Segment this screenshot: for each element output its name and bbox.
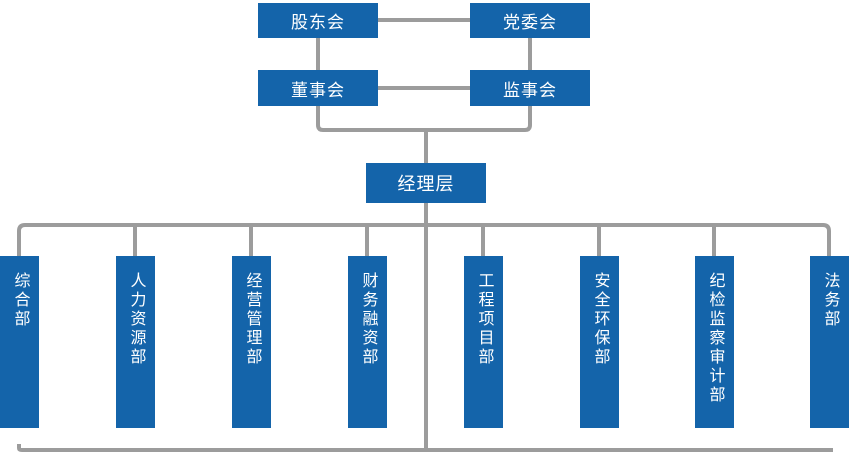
- connector-row2-bracket: [316, 106, 532, 132]
- board-of-directors-label: 董事会: [291, 80, 345, 100]
- department-label-general-affairs: 综合部: [11, 272, 29, 329]
- department-label-human-resources: 人力资源部: [127, 272, 145, 367]
- department-box-finance-financing: 财务融资部: [348, 256, 387, 428]
- department-label-safety-environment: 安全环保部: [591, 272, 609, 367]
- department-box-human-resources: 人力资源部: [116, 256, 155, 428]
- department-box-business-management: 经营管理部: [232, 256, 271, 428]
- department-box-engineering-projects: 工程项目部: [464, 256, 503, 428]
- department-box-discipline-inspection-audit: 纪检监察审计部: [695, 256, 734, 428]
- management-level-box: 经理层: [366, 163, 486, 203]
- management-level-label: 经理层: [397, 174, 455, 194]
- party-committee-box: 党委会: [470, 3, 590, 38]
- department-label-finance-financing: 财务融资部: [359, 272, 377, 367]
- party-committee-label: 党委会: [503, 13, 557, 32]
- shareholders-meeting-box: 股东会: [258, 3, 378, 38]
- department-label-legal: 法务部: [821, 272, 839, 329]
- connector-departments-rail: [17, 223, 831, 256]
- board-of-directors-box: 董事会: [258, 70, 378, 106]
- department-box-safety-environment: 安全环保部: [580, 256, 619, 428]
- connector-bottom-rail: [17, 444, 833, 452]
- department-label-business-management: 经营管理部: [243, 272, 261, 367]
- department-label-engineering-projects: 工程项目部: [475, 272, 493, 367]
- supervisory-board-label: 监事会: [503, 80, 557, 100]
- department-label-discipline-inspection-audit: 纪检监察审计部: [706, 272, 724, 405]
- supervisory-board-box: 监事会: [470, 70, 590, 106]
- department-box-legal: 法务部: [810, 256, 849, 428]
- department-box-general-affairs: 综合部: [0, 256, 39, 428]
- shareholders-meeting-label: 股东会: [291, 13, 345, 32]
